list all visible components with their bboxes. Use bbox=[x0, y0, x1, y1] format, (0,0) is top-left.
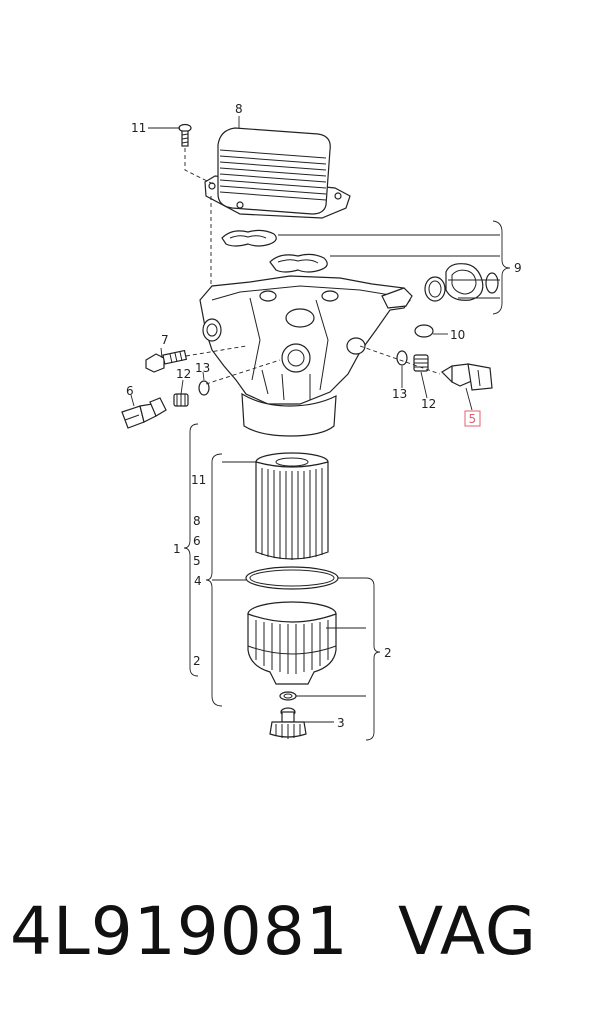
cooler-gasket-upper[interactable] bbox=[221, 229, 277, 247]
part-number-caption: 4L919081 bbox=[10, 893, 349, 970]
brand-caption: VAG bbox=[398, 893, 538, 970]
callout-3: 3 bbox=[337, 716, 345, 730]
callout-13-right: 13 bbox=[392, 387, 407, 401]
callout-5-group: 5 bbox=[193, 554, 201, 568]
seal-ring-right[interactable] bbox=[396, 350, 408, 366]
seal-ring-part[interactable] bbox=[414, 324, 434, 338]
drain-plug-part[interactable] bbox=[269, 707, 307, 739]
callout-11-group: 11 bbox=[191, 473, 206, 487]
bolt-part[interactable] bbox=[178, 123, 192, 147]
callout-11-bolt: 11 bbox=[131, 121, 146, 135]
callout-8-group: 8 bbox=[193, 514, 201, 528]
seal-ring-left[interactable] bbox=[198, 380, 210, 396]
callout-13-left: 13 bbox=[195, 361, 210, 375]
oil-filter-cap[interactable] bbox=[247, 601, 337, 685]
bolt-7-part[interactable] bbox=[145, 349, 188, 373]
sealing-plug-left[interactable] bbox=[173, 393, 189, 407]
callout-5-highlight: 5 bbox=[464, 410, 481, 427]
callout-8-top: 8 bbox=[235, 102, 243, 116]
filter-cap-o-ring[interactable] bbox=[245, 566, 339, 590]
oil-filter-housing[interactable] bbox=[199, 275, 413, 437]
drain-seal-ring[interactable] bbox=[279, 691, 297, 701]
callout-6: 6 bbox=[126, 384, 134, 398]
callout-2: 2 bbox=[384, 646, 392, 660]
callout-4: 4 bbox=[194, 574, 202, 588]
oil-filter-element[interactable] bbox=[255, 452, 329, 560]
callout-6-group: 6 bbox=[193, 534, 201, 548]
callout-9: 9 bbox=[514, 261, 522, 275]
callout-2-group: 2 bbox=[193, 654, 201, 668]
callout-1: 1 bbox=[173, 542, 181, 556]
oil-pressure-sensor-highlighted[interactable] bbox=[441, 363, 493, 391]
sealing-plug-right[interactable] bbox=[413, 354, 429, 372]
svg-text:5: 5 bbox=[469, 412, 477, 426]
temperature-sensor-left[interactable] bbox=[121, 397, 167, 429]
oil-cooler-part[interactable] bbox=[204, 127, 351, 219]
callout-12-right: 12 bbox=[421, 397, 436, 411]
exploded-parts-diagram: 8 11 9 10 7 13 12 6 13 12 5 1 11 8 6 5 4… bbox=[121, 102, 522, 741]
callout-10: 10 bbox=[450, 328, 465, 342]
callout-12-left: 12 bbox=[176, 367, 191, 381]
o-ring-gasket-pair[interactable] bbox=[424, 263, 499, 302]
cooler-gasket-lower[interactable] bbox=[269, 253, 328, 273]
callout-7: 7 bbox=[161, 333, 169, 347]
